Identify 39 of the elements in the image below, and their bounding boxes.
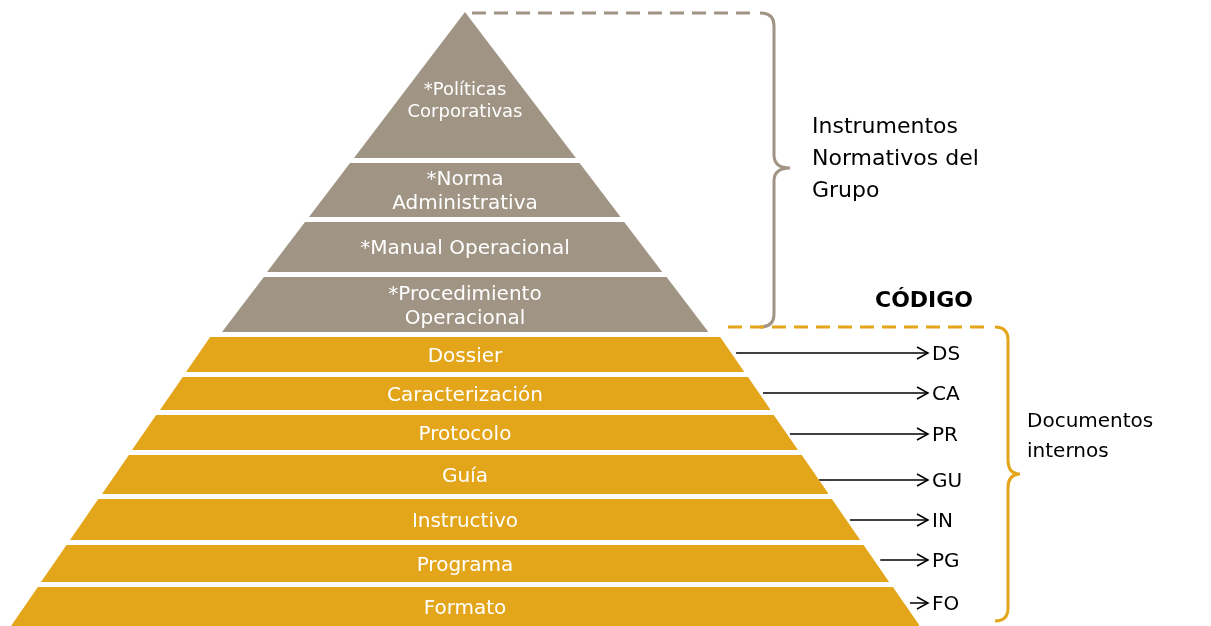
pyramid-level xyxy=(10,587,920,626)
level-label: Caracterización xyxy=(386,381,544,406)
level-label: *Procedimiento Operacional xyxy=(387,280,543,329)
pyramid-level xyxy=(101,455,829,494)
level-label: Guía xyxy=(441,462,489,487)
arrow xyxy=(879,553,929,567)
pyramid-level xyxy=(185,337,745,372)
code-label: DS xyxy=(932,341,961,365)
pyramid-level xyxy=(309,163,621,217)
level-label: Formato xyxy=(422,594,508,619)
bracket-label: Instrumentos Normativos del Grupo xyxy=(812,112,980,204)
code-label: IN xyxy=(932,508,953,532)
level-label: Dossier xyxy=(426,342,504,367)
level-label: Protocolo xyxy=(417,420,513,445)
arrow xyxy=(762,386,929,400)
code-label: PR xyxy=(932,422,958,446)
arrow xyxy=(849,513,929,527)
arrow xyxy=(909,596,929,610)
pyramid-apex xyxy=(354,12,576,158)
level-label: *Norma Administrativa xyxy=(391,166,539,214)
pyramid-level xyxy=(221,277,709,332)
level-label: *Políticas Corporativas xyxy=(406,78,524,122)
pyramid-level xyxy=(132,415,798,450)
bracket-label: Documentos internos xyxy=(1027,407,1155,464)
arrow xyxy=(735,346,929,360)
arrow xyxy=(789,427,929,441)
code-label: PG xyxy=(932,548,960,572)
level-label: Programa xyxy=(415,551,515,576)
pyramid-level xyxy=(159,377,771,410)
level-label: Instructivo xyxy=(410,507,520,532)
level-label: *Manual Operacional xyxy=(359,235,571,259)
pyramid-level xyxy=(40,545,890,582)
code-label: CA xyxy=(932,381,960,405)
pyramid-level xyxy=(267,222,663,272)
pyramid-level xyxy=(69,499,861,540)
code-label: GU xyxy=(932,468,963,492)
column-heading: CÓDIGO xyxy=(875,286,974,314)
code-label: FO xyxy=(932,591,960,615)
arrow xyxy=(818,473,929,487)
